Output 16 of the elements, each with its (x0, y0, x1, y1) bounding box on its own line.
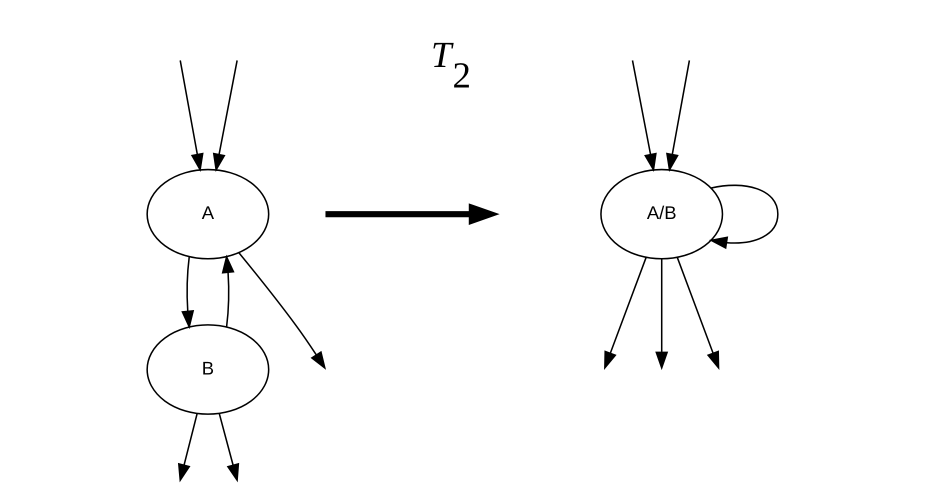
node-ellipse: A/B (600, 168, 724, 260)
arrow (179, 60, 204, 172)
arrow (708, 184, 779, 250)
arrow (178, 413, 198, 482)
arrow (181, 256, 194, 330)
arrow (666, 60, 690, 172)
arrow (604, 257, 647, 370)
node-ellipse: A (146, 168, 270, 260)
arrow (238, 252, 326, 370)
arrow (676, 257, 720, 370)
arrow (218, 413, 240, 482)
arrow (212, 60, 238, 172)
arrow (222, 254, 235, 327)
arrow (655, 258, 668, 370)
node-ellipse: B (146, 324, 270, 415)
arrow (632, 60, 657, 172)
